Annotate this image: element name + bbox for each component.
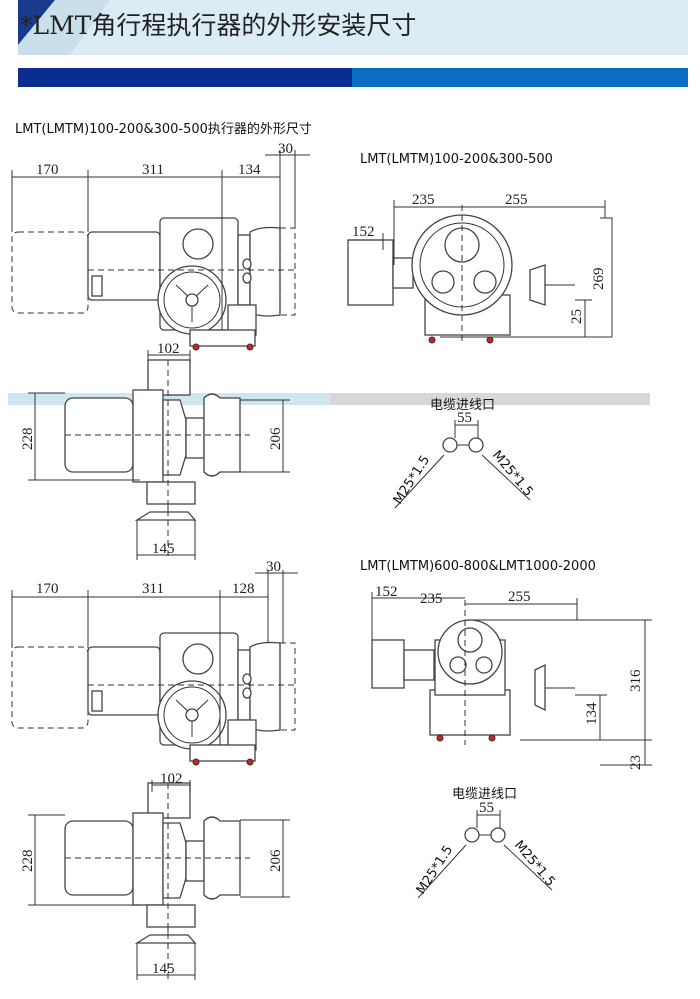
thread-left: M25*1.5 [391,453,434,507]
cable-entry-title: 电缆进线口 [430,397,495,413]
dim-128: 128 [232,581,255,597]
thread-right: M25*1.5 [489,448,536,500]
dim-30: 30 [266,559,281,575]
dim-235: 235 [420,591,443,607]
cable-spacing: 55 [457,410,472,426]
dim-235: 235 [412,192,435,208]
dim-170: 170 [36,581,59,597]
dim-102: 102 [157,341,180,357]
dim-134: 134 [238,162,261,178]
dim-269: 269 [591,268,607,291]
front-view-2-title: LMT(LMTM)600-800&LMT1000-2000 [360,559,596,574]
cable-spacing: 55 [479,800,494,816]
thread-left: M25*1.5 [414,843,457,897]
dim-255: 255 [505,192,528,208]
section1-title: LMT(LMTM)100-200&300-500执行器的外形尺寸 [15,121,312,137]
dim-152: 152 [352,224,375,240]
dim-206: 206 [268,849,284,872]
dim-170: 170 [36,162,59,178]
dim-145: 145 [152,541,175,557]
dim-134: 134 [584,702,600,725]
cable-entry-2: 电缆进线口 55 M25*1.5 M25*1.5 [414,786,558,899]
front-view-1: 235 255 152 269 25 [347,192,613,345]
header-band [18,0,688,55]
dim-30: 30 [278,141,293,157]
dim-145: 145 [152,961,175,977]
top-view-2: 102 228 206 145 [20,771,290,984]
cable-entry-title: 电缆进线口 [452,786,517,802]
dim-228: 228 [20,428,36,451]
dim-102: 102 [160,771,183,787]
front-view-1-title: LMT(LMTM)100-200&300-500 [360,152,553,167]
dim-206: 206 [268,427,284,450]
side-view-2: 170 311 128 30 [11,559,298,766]
page-header: *LMT角行程执行器的外形安装尺寸 [18,0,688,87]
dim-255: 255 [508,589,531,605]
dim-316: 316 [628,669,644,692]
page-title: *LMT角行程执行器的外形安装尺寸 [20,11,416,40]
band-right [330,393,650,405]
top-view-1: 102 228 206 145 [20,341,290,561]
dim-23: 23 [628,755,644,770]
thread-right: M25*1.5 [511,838,558,890]
header-accent-light [18,0,110,55]
dim-311: 311 [142,162,164,178]
dim-152: 152 [375,584,398,600]
dim-311: 311 [142,581,164,597]
dim-25: 25 [569,309,585,324]
dim-228: 228 [20,850,36,873]
header-bar-light [352,68,688,87]
header-bar-dark [18,68,352,87]
front-view-2: 152 235 255 316 134 23 [371,584,652,770]
cable-entry-1: 电缆进线口 55 M25*1.5 M25*1.5 [391,397,536,509]
side-view-1: 170 311 134 30 [11,141,310,351]
